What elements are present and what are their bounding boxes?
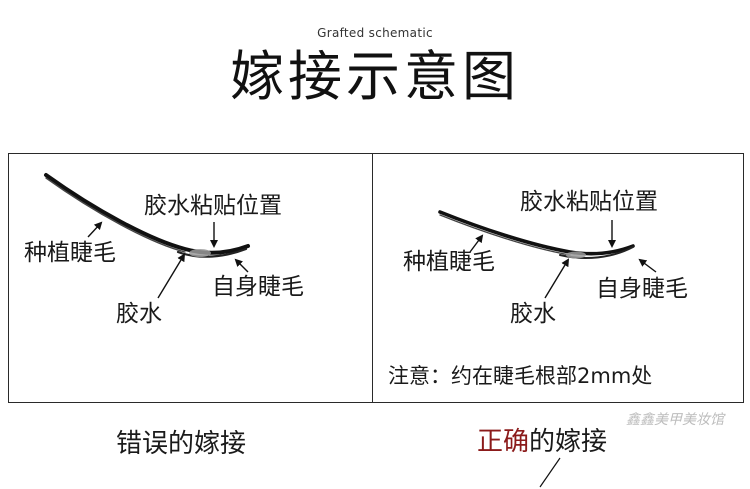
right-glue-blob [566, 251, 586, 259]
left-glue-blob [189, 249, 211, 257]
right-arrow-glue [544, 258, 570, 299]
caption-right: 正确的嫁接 [477, 426, 607, 458]
caption-wrong: 错误的嫁接 [116, 429, 247, 459]
left-label-natural-lash: 自身睫毛 [212, 274, 304, 300]
right-arrow-extension [469, 234, 484, 253]
left-label-glue: 胶水 [116, 301, 162, 327]
left-extension-lash [44, 173, 250, 255]
right-arrow-natural [638, 258, 657, 273]
right-label-natural-lash: 自身睫毛 [596, 276, 688, 302]
page-title: 嫁接示意图 [230, 45, 520, 108]
right-label-adhesive-position: 胶水粘贴位置 [520, 189, 658, 215]
left-label-adhesive-position: 胶水粘贴位置 [144, 193, 282, 219]
subtitle: Grafted schematic [317, 26, 433, 40]
caption-pointer-line [539, 457, 561, 488]
left-arrow-natural [234, 258, 249, 273]
right-label-glue: 胶水 [510, 301, 556, 327]
left-label-extension-lash: 种植睫毛 [24, 240, 116, 266]
panel-divider [372, 153, 373, 403]
left-arrow-extension [87, 221, 103, 238]
right-panel-note: 注意：约在睫毛根部2mm处 [388, 364, 653, 388]
caption-right-rest: 的嫁接 [529, 427, 608, 457]
right-extension-lash [438, 210, 635, 256]
watermark: 鑫鑫美甲美妆馆 [626, 412, 724, 428]
caption-right-highlight: 正确 [477, 427, 530, 457]
right-label-extension-lash: 种植睫毛 [403, 249, 495, 275]
left-arrow-glue [157, 253, 186, 299]
diagram-frame [8, 153, 744, 403]
